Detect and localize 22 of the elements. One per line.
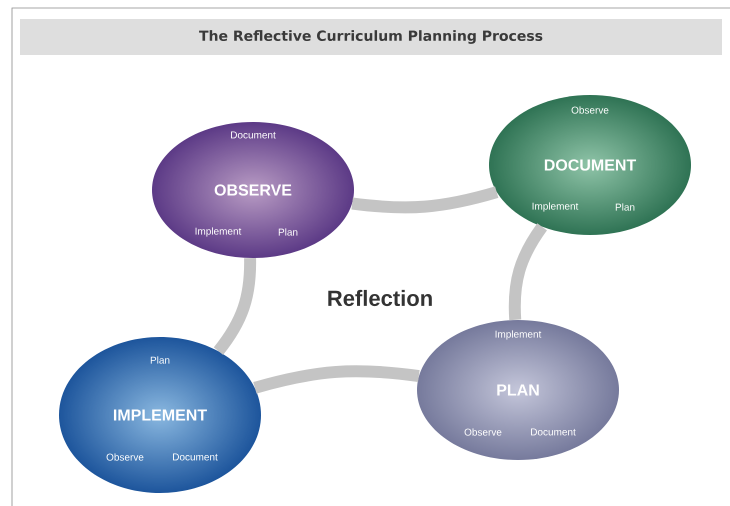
- node-text: Observe: [106, 453, 144, 461]
- node-text: Plan: [616, 203, 634, 211]
- node-text: Document: [173, 454, 218, 460]
- node-title: OBSERVE: [214, 184, 292, 196]
- node-title: IMPLEMENT: [114, 410, 207, 420]
- connector-arc: [253, 365, 420, 394]
- title-bar: The Reflective Curriculum Planning Process: [20, 19, 722, 55]
- connector-arc: [351, 186, 498, 214]
- node-text: Observe: [464, 428, 502, 436]
- node-text: Document: [531, 428, 576, 436]
- node-text: Plan: [278, 228, 298, 236]
- node-text: Document: [231, 132, 276, 138]
- node-text: Plan: [150, 356, 170, 364]
- node-text: Observe: [572, 106, 608, 114]
- connector-arc: [508, 223, 548, 320]
- node-text: Implement: [196, 227, 242, 237]
- node-title: DOCUMENT: [544, 159, 636, 171]
- node-text: Implement: [532, 202, 578, 212]
- node-title: PLAN: [497, 384, 539, 396]
- center-label: Reflection: [328, 290, 432, 306]
- connector-arc: [214, 258, 256, 355]
- node-text: Implement: [496, 330, 542, 340]
